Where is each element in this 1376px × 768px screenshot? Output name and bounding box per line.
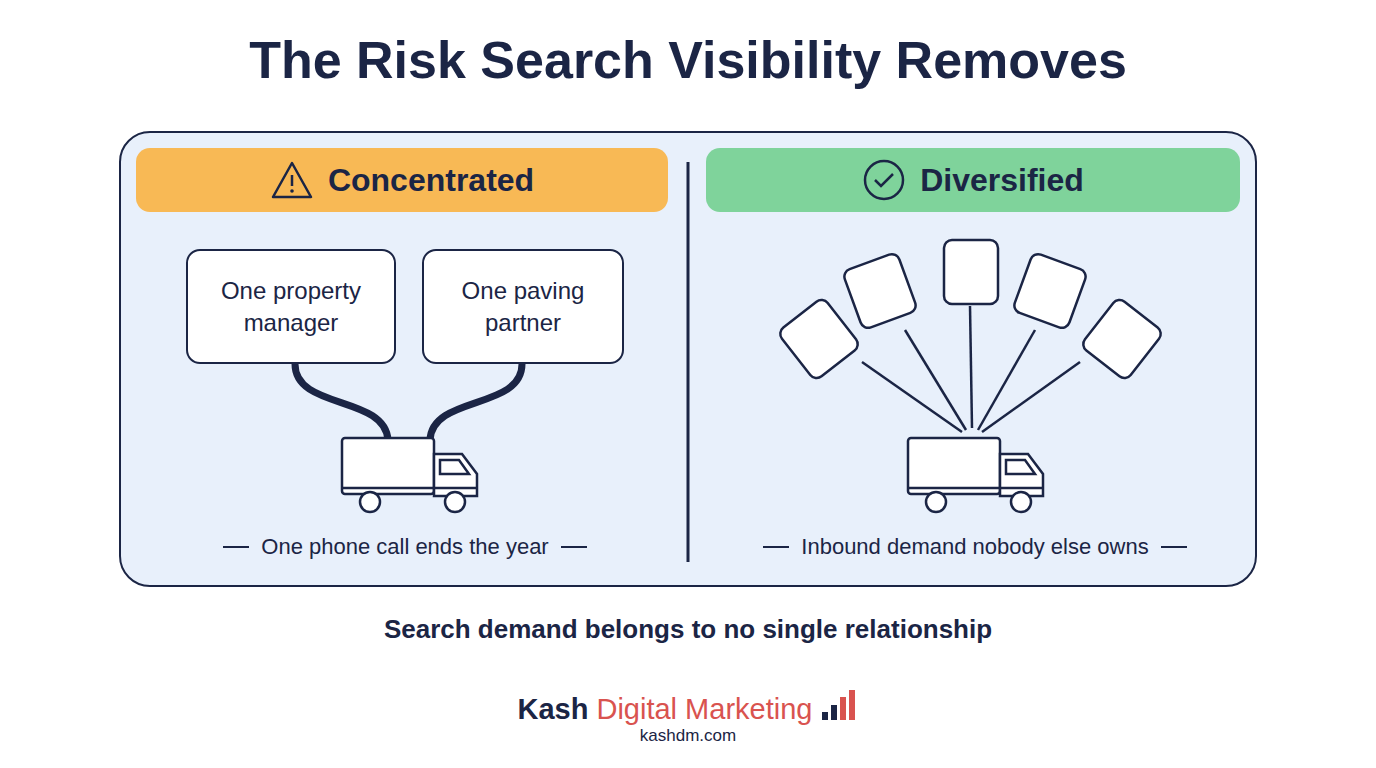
node-text: One paving partner bbox=[438, 275, 608, 337]
node-text: Concentrated bbox=[328, 162, 534, 199]
brand-name: Kash bbox=[518, 693, 589, 726]
panel bbox=[120, 132, 1256, 586]
footer-note: One phone call ends the year bbox=[170, 534, 640, 560]
warning-icon bbox=[270, 160, 314, 200]
node-text: One property manager bbox=[202, 275, 380, 337]
truck-icon bbox=[908, 438, 1043, 512]
node-texts: One property manager bbox=[202, 275, 380, 337]
bar bbox=[849, 690, 855, 720]
check-icon bbox=[862, 158, 906, 202]
logo-row: KashDigital Marketing bbox=[0, 688, 1376, 726]
check-mark bbox=[875, 174, 893, 186]
source-box: One property manager bbox=[186, 249, 396, 364]
wire bbox=[295, 364, 388, 440]
bar bbox=[840, 697, 846, 720]
source-box: One paving partner bbox=[422, 249, 624, 364]
diagram-title: The Risk Search Visibility Removes bbox=[0, 30, 1376, 90]
bar bbox=[831, 705, 837, 720]
node-texts: One paving partner bbox=[438, 275, 608, 337]
header-band: Diversified bbox=[706, 148, 1240, 212]
warning-mark bbox=[291, 175, 294, 186]
node-text: Diversified bbox=[920, 162, 1084, 199]
warning-triangle bbox=[273, 163, 311, 197]
wire bbox=[430, 364, 522, 440]
brand-name: Digital Marketing bbox=[596, 693, 812, 726]
diagram-caption: Search demand belongs to no single relat… bbox=[0, 614, 1376, 645]
spoke-lines bbox=[862, 306, 1080, 432]
truck-icon bbox=[342, 438, 477, 512]
bar-icon bbox=[820, 688, 858, 722]
check-circle bbox=[865, 161, 903, 199]
footer-note: Inbound demand nobody else owns bbox=[720, 534, 1230, 560]
brand-url: kashdm.com bbox=[0, 726, 1376, 746]
warning-dot bbox=[290, 189, 294, 193]
bar bbox=[822, 712, 828, 720]
node-texts: Diversified bbox=[920, 162, 1084, 199]
divider-line bbox=[687, 162, 690, 562]
node-texts: Concentrated bbox=[328, 162, 534, 199]
header-band: Concentrated bbox=[136, 148, 668, 212]
tile-shapes bbox=[777, 240, 1164, 381]
